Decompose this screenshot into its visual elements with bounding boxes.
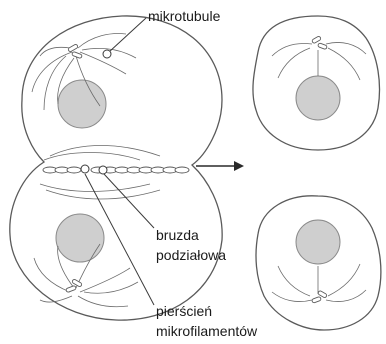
label-cleavage-furrow-line2: podziałowa	[156, 245, 226, 265]
label-microfilament-ring-line2: mikrofilamentów	[156, 321, 257, 341]
nucleus-bottom	[56, 214, 104, 262]
daughter-bottom-nucleus	[296, 220, 340, 264]
label-cleavage-furrow: bruzda podziałowa	[156, 225, 226, 265]
daughter-top-nucleus	[296, 76, 340, 120]
label-microfilament-ring-line1: pierścień	[156, 301, 257, 321]
label-microfilament-ring: pierścień mikrofilamentów	[156, 301, 257, 341]
label-microtubules: mikrotubule	[148, 6, 220, 26]
arrow-right-icon	[196, 161, 244, 171]
label-cleavage-furrow-line1: bruzda	[156, 225, 226, 245]
